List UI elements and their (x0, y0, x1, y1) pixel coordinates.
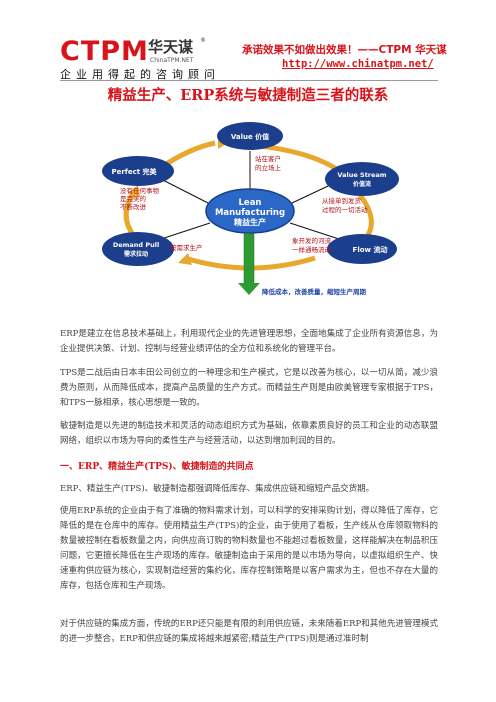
annotations: 站在客户 的立场上 没有任何事物 是完美的 不断改进 从接单到发货 过程的一切活… (120, 154, 368, 254)
lean-manufacturing-diagram: Value 价值 Perfect 完美 Value Stream 价值流 Dem… (102, 122, 399, 296)
logo-site-name: ChinaTPM.NET (150, 57, 194, 64)
center-label-2: Manufacturing (215, 208, 285, 218)
perfect-node (102, 156, 174, 186)
company-slogan: 企业用得起的咨询顾问 (60, 68, 220, 81)
note-perfect-3: 不断改进 (120, 202, 147, 211)
center-label-1: Lean (239, 198, 262, 208)
flow-node (327, 234, 397, 264)
paragraph-inventory: 使用ERP系统的企业由于有了准确的物料需求计划，可以科学的安排采购计划，得以降低… (60, 506, 438, 591)
demand-pull-label-2: 需求拉动 (124, 250, 148, 258)
page-header: CTPM 华天谋 ® ChinaTPM.NET 企业用得起的咨询顾问 承诺效果不… (0, 0, 496, 81)
logo-chinese-name: 华天谋 (148, 38, 194, 56)
paragraph-agile: 敏捷制造是以先进的制造技术和灵活的动态组织方式为基础，依靠素质良好的员工和企业的… (60, 421, 438, 446)
down-arrow-shaft (243, 233, 255, 287)
perfect-label: Perfect 完美 (111, 167, 157, 176)
arrowhead-4 (128, 185, 140, 197)
down-arrow (238, 233, 260, 295)
ctpm-logo[interactable]: CTPM 华天谋 ® ChinaTPM.NET (60, 36, 210, 67)
note-vs-2: 过程的一切活动 (322, 205, 368, 214)
promise-text: 承诺效果不如做出效果！——CTPM 华天谋 (242, 44, 447, 56)
arrowhead-3 (178, 253, 192, 265)
flow-label: Flow 流动 (353, 245, 388, 254)
note-customer-2: 的立场上 (255, 163, 282, 172)
paragraph-common: ERP、精益生产(TPS)、敏捷制造都强调降低库存、集成供应链和缩短产品交货期。 (60, 484, 375, 494)
value-node (217, 122, 283, 150)
note-perfect-2: 是完美的 (120, 194, 147, 203)
paragraph-erp: ERP是建立在信息技术基础上，利用现代企业的先进管理思想，全面地集成了企业所有资… (60, 329, 438, 354)
center-label-3: 精益生产 (234, 217, 266, 227)
website-link[interactable]: http://www.chinatpm.net/ (282, 58, 434, 70)
note-perfect-1: 没有任何事物 (120, 186, 160, 195)
note-flow-1: 象开发的河流 (292, 236, 332, 245)
note-vs-1: 从接单到发货 (322, 196, 362, 205)
outer-nodes (102, 122, 399, 266)
value-stream-node (325, 162, 399, 196)
section-heading: 一、ERP、精益生产(TPS)、敏捷制造的共同点 (60, 462, 254, 472)
value-label: Value 价值 (231, 132, 269, 141)
demand-pull-node (102, 232, 174, 266)
note-customer-1: 站在客户 (255, 154, 281, 163)
node-labels: Value 价值 Perfect 完美 Value Stream 价值流 Dem… (111, 132, 387, 258)
bottom-result-label: 降低成本，改善质量，缩短生产周期 (262, 287, 367, 296)
paragraph-supply-chain: 对于供应链的集成方面，传统的ERP还只能是有限的利用供应链，未来随着ERP和其他… (60, 619, 438, 644)
registered-mark: ® (200, 37, 206, 44)
down-arrow-head (238, 283, 260, 295)
page-title: 精益生产、ERP系统与敏捷制造三者的联系 (107, 87, 389, 104)
value-stream-label-1: Value Stream (337, 171, 386, 179)
demand-pull-label-1: Demand Pull (113, 241, 159, 249)
paragraph-tps: TPS是二战后由日本丰田公司创立的一种理念和生产模式，它是以改善为核心，以一切从… (60, 368, 438, 408)
header-divider (60, 80, 438, 81)
value-stream-label-2: 价值流 (353, 180, 371, 188)
note-pull: 按需求生产 (170, 243, 203, 252)
center-node (205, 188, 295, 234)
logo-ctpm-text: CTPM (60, 36, 149, 67)
spoke-flow (289, 222, 346, 242)
note-flow-2: 一样通畅流动 (292, 245, 332, 254)
